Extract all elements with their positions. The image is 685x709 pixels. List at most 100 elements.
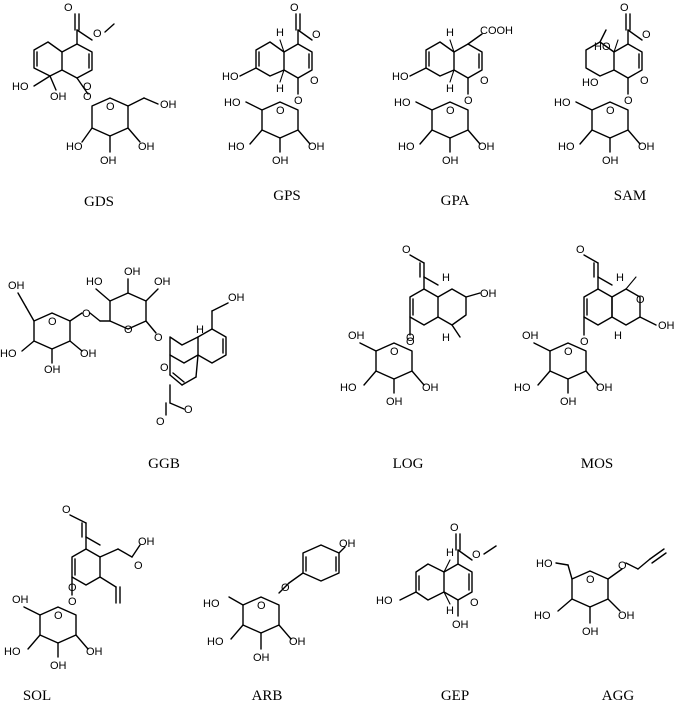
log-o-sugar: O [390,346,399,358]
gpa-oh-4: OH [478,141,495,153]
gds-oh: OH [50,91,67,103]
arb-oh-3: OH [253,652,270,664]
label-gps: GPS [273,188,301,204]
sol-o-sugar: O [54,610,63,622]
gep-o-ester: O [472,549,481,561]
sol-o-glyc: O [68,596,77,608]
gep-o-ring: O [470,597,479,609]
gps-o-sugar: O [276,105,285,117]
gps-o-glyc: O [294,95,303,107]
gds-ho-2: HO [66,141,83,153]
label-arb: ARB [251,688,283,704]
ggb-oh-r4: OH [154,276,171,288]
gps-ho-1: HO [222,71,239,83]
label-gpa: GPA [440,193,470,209]
structure-arb-drawing: OH O O HO HO OH OH [203,538,356,664]
gps-ho-2: HO [228,141,245,153]
gpa-o-glyc: O [464,95,473,107]
structure-ggb-drawing: OH HO OH OH O O OH HO OH O O H O OH O O [0,266,245,428]
structure-sam-drawing: O O HO HO O O O HO HO OH OH [554,2,655,167]
sol-o-acid: O [134,560,143,572]
log-oh-ring: OH [480,288,497,300]
gep-ho: HO [376,595,393,607]
log-h-bottom: H [442,332,450,344]
structure-sol-drawing: O O OH O O O OH HO OH OH [4,504,155,672]
sam-o-glyc: O [624,95,633,107]
mos-oh: OH [658,320,675,332]
arb-o-glyc: O [281,582,290,594]
sam-o-ester: O [642,29,651,41]
ggb-ho-r2: HO [86,276,103,288]
ggb-oh-6: OH [8,280,25,292]
sol-oh-acid: OH [138,536,155,548]
arb-oh-4: OH [289,636,306,648]
gep-o-carbonyl: O [450,522,459,534]
arb-ho-6: HO [203,598,220,610]
log-o-glyc: O [406,336,415,348]
ggb-ho-2: HO [0,348,17,360]
ggb-o-bridge: O [82,308,91,320]
gpa-ho-1: HO [392,71,409,83]
gps-h-top: H [276,27,284,39]
gps-oh-4: OH [308,141,325,153]
sol-oh-6: OH [12,594,29,606]
log-o-ring: O [406,332,415,344]
structure-gpa-drawing: COOH H H O HO O O HO HO OH OH [392,25,513,167]
sam-oh-4: OH [638,141,655,153]
structure-sam: O O HO HO O O O HO HO OH OH [540,0,680,175]
structure-ggb: OH HO OH OH O O OH HO OH O O H O OH O O [0,245,270,430]
sam-ho-1: HO [594,41,611,53]
ggb-o-ester: O [184,404,193,416]
gpa-o-sugar: O [446,105,455,117]
label-gep: GEP [440,688,470,704]
gpa-ho-6: HO [394,97,411,109]
mos-oh-4: OH [596,382,613,394]
gds-oh-6: OH [160,99,177,111]
gpa-h-bottom: H [446,83,454,95]
sol-oh-3: OH [50,660,67,672]
ggb-o-glyc: O [154,332,163,344]
structure-agg: HO O O HO OH OH [530,535,680,675]
arb-ho-2: HO [207,636,224,648]
gpa-oh-3: OH [442,155,459,167]
mos-oh-6: OH [522,330,539,342]
structure-log-drawing: O H OH H O O O OH HO OH OH [340,244,497,408]
mos-o-glyc: O [580,336,589,348]
structure-gps: O O H H O HO O O HO HO OH OH [200,0,350,175]
sol-oh-4: OH [86,646,103,658]
sam-o-ring: O [640,75,649,87]
mos-h-top: H [616,272,624,284]
sam-o-sugar: O [606,105,615,117]
agg-o-glyc: O [618,560,627,572]
structure-sol: O O OH O O O OH HO OH OH [0,504,180,675]
label-mos: MOS [580,456,614,472]
arb-o-sugar: O [257,600,266,612]
ggb-o-sugar1: O [48,316,57,328]
log-oh-6: OH [348,330,365,342]
gps-ho-6: HO [224,97,241,109]
sam-ho-s2: HO [558,141,575,153]
ggb-o-sugar2: O [124,324,133,336]
structure-mos-drawing: O H O OH H O O OH HO OH OH [514,244,675,408]
structure-mos: O H O OH H O O OH HO OH OH [510,244,685,430]
gds-o-carbonyl: O [64,2,73,14]
gds-o-sugar: O [106,101,115,113]
gpa-o-ring: O [480,75,489,87]
gds-o-ring: O [83,81,92,93]
gep-h-bottom: H [446,605,454,617]
log-oh-4: OH [422,382,439,394]
ggb-o-carbonyl: O [156,416,165,428]
mos-oh-3: OH [560,396,577,408]
sol-o-methyl: O [62,504,71,516]
mos-o-pyran: O [636,294,645,306]
sam-ho-2: HO [582,77,599,89]
ggb-oh-ch2: OH [228,292,245,304]
agg-o-sugar: O [586,574,595,586]
ggb-o-ring: O [160,362,169,374]
gds-o-ester: O [93,28,102,40]
log-o-methyl: O [402,244,411,256]
structure-gds-drawing: O O O HO OH O O OH HO OH OH [12,2,177,167]
sam-ho-6: HO [554,97,571,109]
log-ho-2: HO [340,382,357,394]
agg-ho-2: HO [534,610,551,622]
